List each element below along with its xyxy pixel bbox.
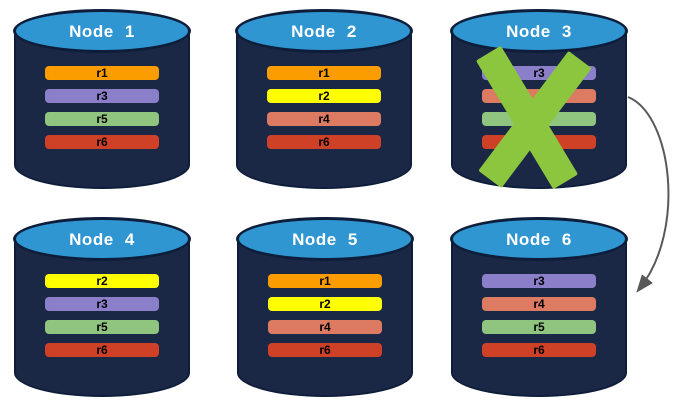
replica-bar: r4 [268, 320, 382, 334]
replica-bar: r3 [482, 66, 596, 80]
node-5-cylinder-top: Node 5 [236, 217, 414, 261]
node-1-replicas: r1 r3 r5 r6 [45, 66, 159, 158]
replica-bar: r2 [267, 89, 381, 103]
replica-bar: r3 [482, 274, 596, 288]
failover-arrow-path [627, 96, 670, 293]
node-5: Node 5 r1 r2 r4 r6 [236, 217, 414, 397]
replica-bar: r5 [45, 112, 159, 126]
replica-bar [482, 112, 596, 126]
replica-bar [482, 89, 596, 103]
node-3-replicas: r3 [482, 66, 596, 158]
replica-bar: r1 [267, 66, 381, 80]
replica-bar: r6 [268, 343, 382, 357]
replica-bar: r1 [45, 66, 159, 80]
replica-bar: r5 [45, 320, 159, 334]
node-title: Node 4 [69, 229, 135, 249]
replica-bar: r6 [45, 343, 159, 357]
node-6-cylinder-top: Node 6 [450, 217, 628, 261]
node-1-cylinder-top: Node 1 [13, 9, 191, 53]
node-title: Node 2 [291, 21, 357, 41]
replica-bar: r6 [267, 135, 381, 149]
replica-bar: r6 [482, 343, 596, 357]
node-2: Node 2 r1 r2 r4 r6 [235, 9, 413, 189]
replica-bar: r3 [45, 89, 159, 103]
node-1: Node 1 r1 r3 r5 r6 [13, 9, 191, 189]
node-4: Node 4 r2 r3 r5 r6 [13, 217, 191, 397]
node-4-cylinder-body [14, 239, 190, 397]
node-3-cylinder-top: Node 3 [450, 9, 628, 53]
replica-bar: r2 [45, 274, 159, 288]
node-2-cylinder-top: Node 2 [235, 9, 413, 53]
node-title: Node 6 [506, 229, 572, 249]
node-6-replicas: r3 r4 r5 r6 [482, 274, 596, 366]
replica-bar: r6 [45, 135, 159, 149]
replica-bar [482, 135, 596, 149]
node-title: Node 1 [69, 21, 135, 41]
node-5-cylinder-body [237, 239, 413, 397]
node-6-cylinder-body [451, 239, 627, 397]
node-1-cylinder-body [14, 31, 190, 189]
replica-bar: r5 [482, 320, 596, 334]
replica-bar: r1 [268, 274, 382, 288]
replica-bar: r3 [45, 297, 159, 311]
node-3: Node 3 r3 [450, 9, 628, 190]
node-6: Node 6 r3 r4 r5 r6 [450, 217, 628, 397]
replica-bar: r4 [267, 112, 381, 126]
node-5-replicas: r1 r2 r4 r6 [268, 274, 382, 366]
node-2-replicas: r1 r2 r4 r6 [267, 66, 381, 158]
node-title: Node 5 [292, 229, 358, 249]
replica-bar: r4 [482, 297, 596, 311]
node-2-cylinder-body [236, 31, 412, 189]
node-4-replicas: r2 r3 r5 r6 [45, 274, 159, 366]
node-4-cylinder-top: Node 4 [13, 217, 191, 261]
node-title: Node 3 [506, 21, 572, 41]
replica-bar: r2 [268, 297, 382, 311]
